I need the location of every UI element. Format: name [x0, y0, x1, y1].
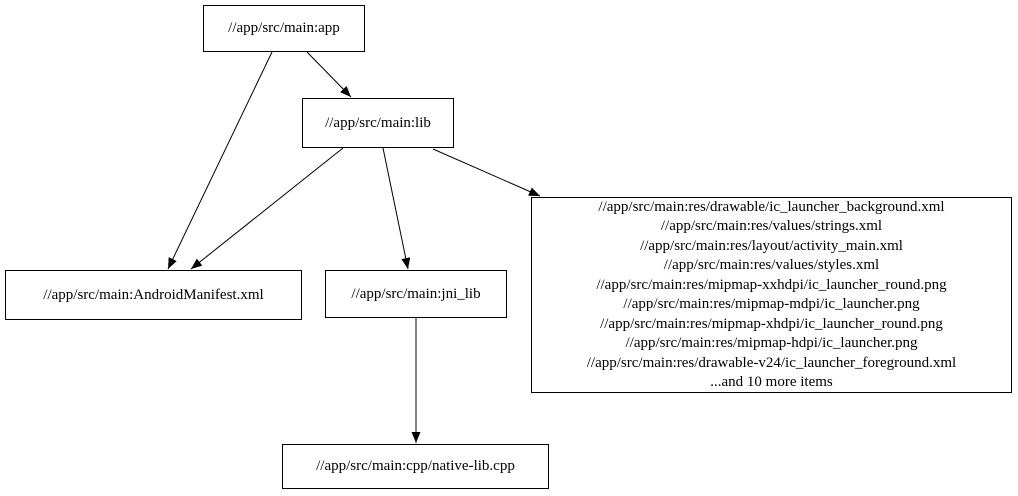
edge-lib-to-jni-lib [382, 147, 411, 270]
res-file-line: //app/src/main:res/mipmap-mdpi/ic_launch… [623, 296, 920, 312]
node-app-label: //app/src/main:app [228, 20, 340, 36]
node-lib-label: //app/src/main:lib [325, 114, 431, 131]
node-jni-lib-label: //app/src/main:jni_lib [351, 285, 481, 302]
node-native-lib-cpp: //app/src/main:cpp/native-lib.cpp [282, 444, 549, 489]
edge-app-to-lib [306, 51, 352, 98]
res-file-line: //app/src/main:res/mipmap-xxhdpi/ic_laun… [596, 276, 947, 293]
res-file-line: //app/src/main:res/layout/activity_main.… [640, 237, 903, 254]
node-jni-lib: //app/src/main:jni_lib [325, 270, 507, 318]
res-file-line: //app/src/main:res/mipmap-hdpi/ic_launch… [625, 335, 918, 351]
node-res-files-group: //app/src/main:res/drawable/ic_launcher_… [531, 197, 1012, 393]
res-file-line: //app/src/main:res/drawable-v24/ic_launc… [586, 354, 957, 371]
edge-app-to-manifest [167, 51, 273, 270]
node-android-manifest-label: //app/src/main:AndroidManifest.xml [43, 286, 264, 303]
node-lib: //app/src/main:lib [302, 98, 454, 148]
res-file-line: //app/src/main:res/values/strings.xml [660, 218, 883, 234]
res-file-line: //app/src/main:res/drawable/ic_launcher_… [598, 198, 945, 215]
edge-lib-to-res-files [432, 148, 541, 197]
res-file-line: //app/src/main:res/values/styles.xml [663, 257, 880, 273]
node-android-manifest: //app/src/main:AndroidManifest.xml [5, 270, 302, 320]
node-native-lib-cpp-label: //app/src/main:cpp/native-lib.cpp [316, 458, 515, 474]
res-more-items-line: ...and 10 more items [710, 374, 833, 390]
edge-lib-to-manifest [190, 147, 344, 270]
res-file-line: //app/src/main:res/mipmap-xhdpi/ic_launc… [600, 315, 943, 332]
node-app: //app/src/main:app [203, 5, 365, 52]
